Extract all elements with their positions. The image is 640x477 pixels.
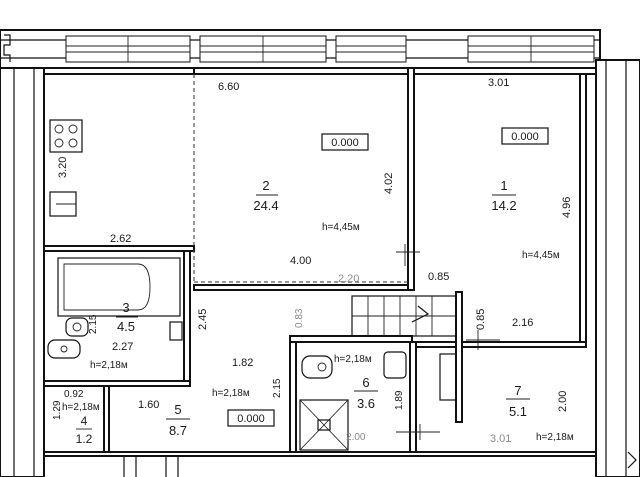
height-room6: h=2,18м: [334, 354, 372, 365]
dim-0-92: 0.92: [64, 389, 84, 400]
dim-2-15-a: 2.15: [88, 314, 99, 334]
window-3: [335, 35, 407, 63]
washbasin-icon: [47, 339, 81, 359]
room-label-2: 2 24.4: [253, 178, 278, 213]
height-room5: h=2,18м: [212, 388, 250, 399]
right-wall: [595, 59, 640, 477]
window-1: [65, 35, 191, 63]
height-room2: h=4,45м: [322, 222, 360, 233]
dim-2-62: 2.62: [110, 233, 131, 245]
room-label-4: 4 1.2: [76, 414, 93, 446]
dim-1-60: 1.60: [138, 399, 159, 411]
svg-text:5: 5: [174, 402, 181, 417]
stove-icon: [49, 119, 83, 153]
dim-2-00-h: 2.00: [346, 432, 366, 443]
dim-1-29: 1.29: [52, 400, 63, 420]
level-box-room2: [321, 133, 369, 151]
svg-text:7: 7: [514, 383, 521, 398]
boiler-icon: [439, 353, 457, 401]
dim-2-20: 2.20: [338, 273, 359, 285]
dim-2-45: 2.45: [197, 309, 209, 330]
svg-text:2: 2: [262, 178, 269, 193]
left-wall: [0, 67, 45, 477]
dim-2-27: 2.27: [112, 341, 133, 353]
dim-6-60: 6.60: [218, 81, 239, 93]
window-2: [199, 35, 327, 63]
svg-text:4.5: 4.5: [117, 319, 135, 334]
dim-0-85-b: 0.85: [475, 309, 487, 330]
dim-1-89: 1.89: [394, 390, 405, 410]
sink-icon: [49, 191, 77, 217]
tap-icon: [169, 321, 183, 341]
dim-3-01-bottom: 3.01: [490, 433, 511, 445]
svg-text:5.1: 5.1: [509, 404, 527, 419]
height-room3: h=2,18м: [90, 360, 128, 371]
dim-0-83: 0.83: [294, 308, 305, 328]
dim-4-00: 4.00: [290, 255, 311, 267]
dim-3-20: 3.20: [57, 157, 69, 178]
bathtub-icon: [57, 257, 181, 317]
top-facade: [0, 29, 601, 71]
toilet-icon-room6: [301, 355, 333, 379]
entrance-marks: [123, 456, 179, 477]
dim-2-16: 2.16: [512, 317, 533, 329]
dim-0-85-a: 0.85: [428, 271, 449, 283]
height-room4: h=2,18м: [62, 402, 100, 413]
dim-2-00-v: 2.00: [557, 391, 569, 412]
level-box-room1: [501, 127, 549, 145]
window-4: [467, 35, 595, 63]
inner-walls: [43, 67, 597, 457]
height-room7: h=2,18м: [536, 432, 574, 443]
svg-text:1.2: 1.2: [76, 432, 93, 446]
shower-icon: [299, 399, 349, 451]
door-marks: [396, 244, 500, 440]
level-room2: 0.000: [331, 137, 359, 149]
dim-3-01-top: 3.01: [488, 77, 509, 89]
stairs: [351, 295, 457, 337]
svg-text:4: 4: [81, 414, 88, 428]
toilet-icon: [65, 317, 89, 337]
room-label-1: 1 14.2: [491, 178, 516, 213]
sink-icon-room6: [383, 351, 407, 379]
level-room1: 0.000: [511, 131, 539, 143]
dim-4-96: 4.96: [561, 197, 573, 218]
level-box-room5: [227, 409, 275, 427]
svg-text:24.4: 24.4: [253, 198, 278, 213]
room-label-7: 7 5.1: [506, 383, 530, 419]
svg-text:6: 6: [362, 375, 369, 390]
room-label-6: 6 3.6: [354, 375, 378, 411]
room-label-3: 3 4.5: [116, 300, 138, 334]
svg-text:8.7: 8.7: [169, 423, 187, 438]
dim-2-15-b: 2.15: [272, 378, 283, 398]
level-room5: 0.000: [237, 413, 265, 425]
svg-text:3: 3: [122, 300, 129, 315]
room-label-5: 5 8.7: [166, 402, 190, 438]
svg-text:14.2: 14.2: [491, 198, 516, 213]
height-room1: h=4,45м: [522, 250, 560, 261]
dim-1-82: 1.82: [232, 357, 253, 369]
dim-4-02: 4.02: [383, 173, 395, 194]
svg-text:3.6: 3.6: [357, 396, 375, 411]
svg-text:1: 1: [500, 178, 507, 193]
